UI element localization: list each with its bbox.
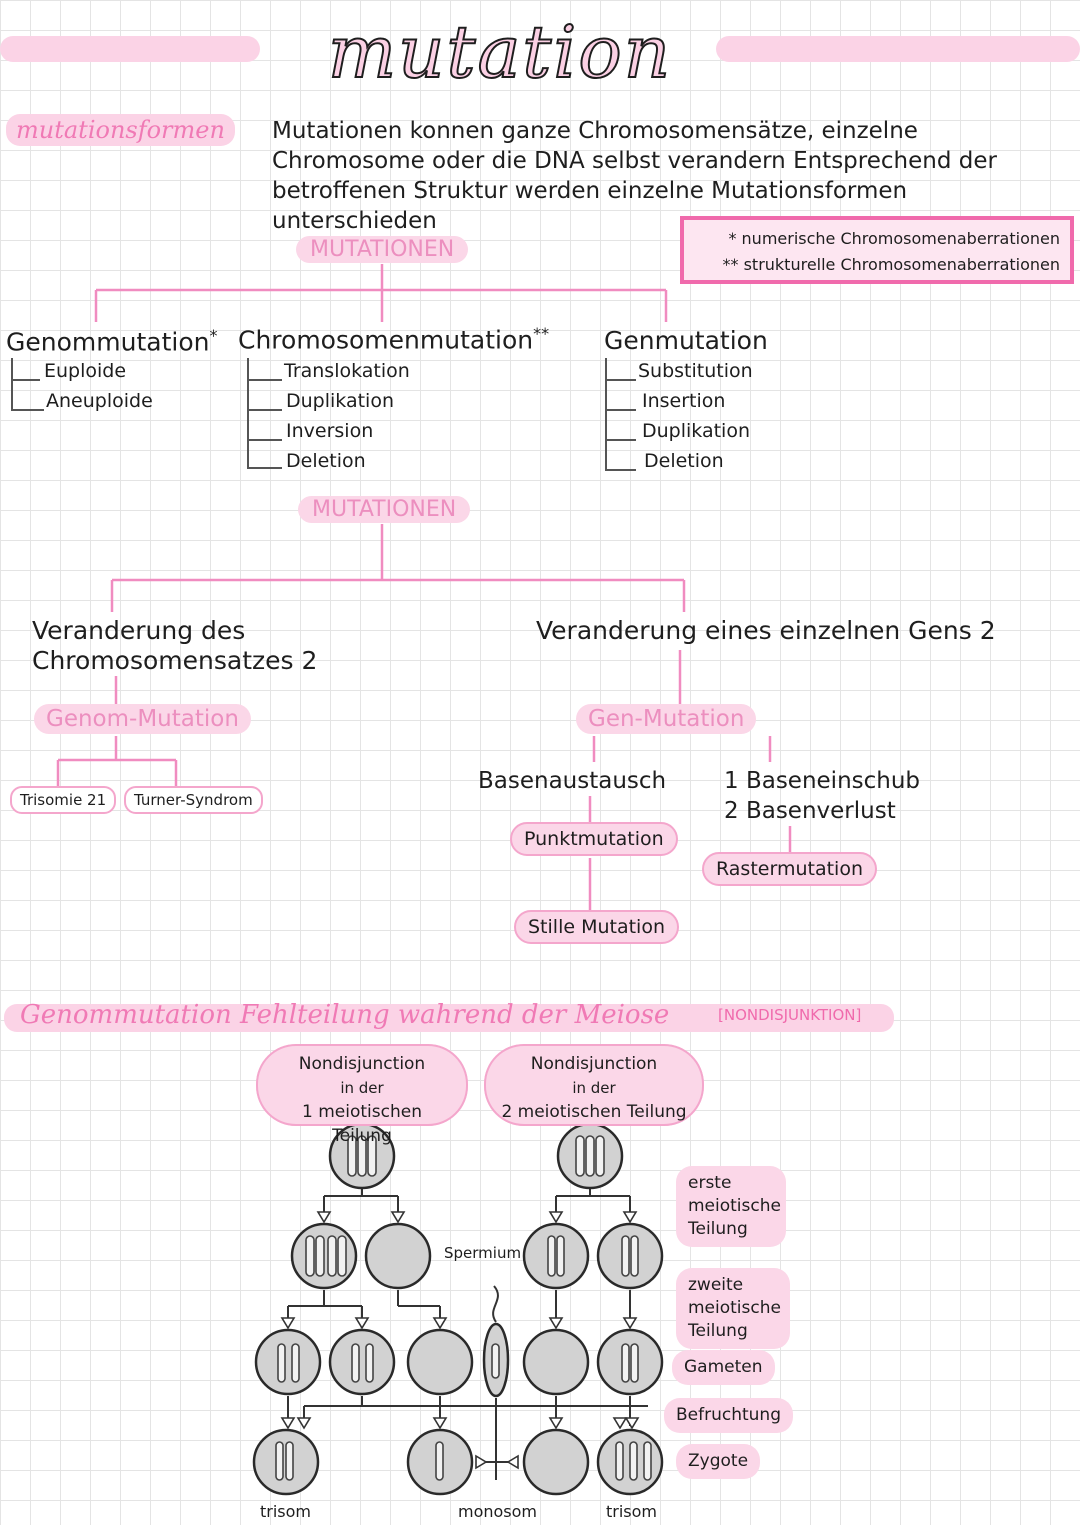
genom-item-2: Aneuploide	[46, 390, 153, 412]
genom-mutation-pill: Genom-Mutation	[34, 704, 251, 734]
gen-mutation-pill: Gen-Mutation	[576, 704, 757, 734]
gamete-2	[328, 1328, 396, 1396]
legend-structural: ** strukturelle Chromosomenaberrationen	[722, 255, 1061, 274]
zygote-middle-b	[522, 1428, 590, 1496]
tree1-root: MUTATIONEN	[296, 236, 469, 263]
legend-box: * numerische Chromosomenaberrationen ** …	[680, 216, 1074, 284]
chromo-item-3: Inversion	[286, 420, 374, 442]
genom-item-1: Euploide	[44, 360, 127, 382]
gen-item-2: Insertion	[642, 390, 726, 412]
cell-first-right-b	[596, 1222, 664, 1290]
gen-title: Genmutation	[604, 326, 768, 355]
example-trisomie: Trisomie 21	[10, 786, 117, 814]
legend-numeric: * numerische Chromosomenaberrationen	[728, 229, 1060, 248]
header-bar-left	[0, 36, 260, 62]
gamete-4	[522, 1328, 590, 1396]
cell-first-left-b	[364, 1222, 432, 1290]
chromo-item-1: Translokation	[284, 360, 410, 382]
section3-heading: Genommutation Fehlteilung wahrend der Me…	[20, 1000, 670, 1030]
section-label-mutationsformen: mutationsformen	[6, 114, 235, 146]
raster-lines: 1 Baseneinschub 2 Basenverlust	[724, 768, 921, 824]
tag-zygote: Zygote	[676, 1444, 761, 1479]
gen-item-4: Deletion	[644, 450, 724, 472]
right-desc: Veranderung eines einzelnen Gens 2	[536, 616, 996, 645]
cloud-nondisjunction-1: Nondisjunction in der 1 meiotischen Teil…	[256, 1044, 468, 1146]
intro-text: Mutationen konnen ganze Chromosomensätze…	[272, 118, 997, 234]
tag-befruchtung: Befruchtung	[664, 1398, 793, 1433]
genom-title: Genommutation*	[6, 326, 218, 357]
cloud-nondisjunction-2: Nondisjunction in der 2 meiotischen Teil…	[484, 1044, 704, 1126]
gamete-1	[254, 1328, 322, 1396]
page-title: mutation	[327, 9, 673, 95]
example-turner: Turner-Syndrom	[124, 786, 263, 814]
cell-first-right-a	[522, 1222, 590, 1290]
chromo-item-2: Duplikation	[286, 390, 394, 412]
gen-item-1: Substitution	[638, 360, 753, 382]
gamete-3	[406, 1328, 474, 1396]
section3-bar	[4, 1004, 894, 1032]
rastermutation-pill: Rastermutation	[702, 852, 877, 886]
tree2-root: MUTATIONEN	[298, 496, 471, 523]
label-trisom-right: trisom	[606, 1502, 658, 1521]
basenaustausch: Basenaustausch	[478, 768, 667, 794]
chromo-item-4: Deletion	[286, 450, 366, 472]
gen-item-3: Duplikation	[642, 420, 750, 442]
tag-second-division: zweite meiotische Teilung	[676, 1268, 790, 1349]
tag-first-division: erste meiotische Teilung	[676, 1166, 786, 1247]
punktmutation-pill: Punktmutation	[510, 822, 678, 856]
label-monosom: monosom	[458, 1502, 538, 1521]
tag-gameten: Gameten	[672, 1350, 775, 1385]
section3-bracket: [NONDISJUNKTION]	[718, 1006, 862, 1024]
stille-mutation-pill: Stille Mutation	[514, 910, 679, 944]
sperm-label: Spermium	[444, 1244, 522, 1262]
left-desc: Veranderung des Chromosomensatzes 2	[32, 616, 318, 675]
gamete-5	[596, 1328, 664, 1396]
chromo-title: Chromosomenmutation**	[238, 324, 550, 355]
header-bar-right	[716, 36, 1080, 62]
label-trisom-left: trisom	[260, 1502, 312, 1521]
